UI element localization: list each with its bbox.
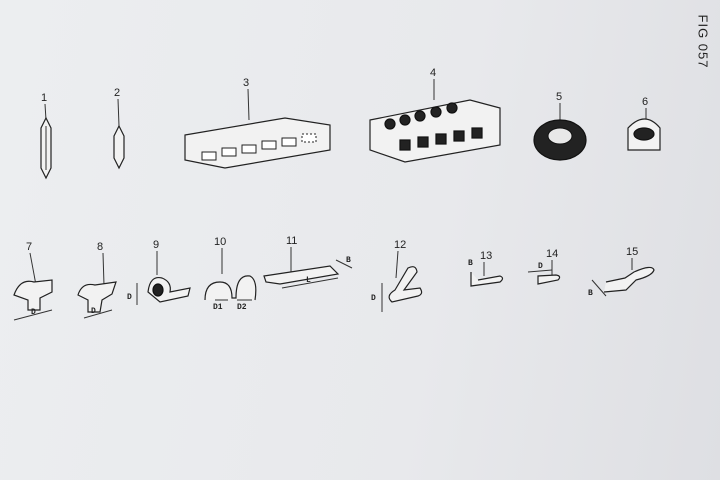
part-number-5: 5 xyxy=(556,91,562,103)
part-8-cable-clip: 8 D xyxy=(77,241,117,319)
part-number-11: 11 xyxy=(286,235,297,247)
dimension-d1: D1 xyxy=(213,303,223,312)
part-10-double-clip: 10 D1 D2 xyxy=(204,236,257,312)
part-3-fuse-box: 3 xyxy=(184,77,331,169)
part-number-3: 3 xyxy=(243,77,249,89)
dimension-d: D xyxy=(371,294,376,303)
part-6-clip: 6 xyxy=(627,96,661,151)
dimension-d: D xyxy=(91,307,96,316)
part-13-connector: 13 B xyxy=(468,250,504,287)
dimension-b: B xyxy=(468,259,473,268)
dimension-d: D xyxy=(538,262,543,271)
part-15-fork-terminal: 15 B xyxy=(588,246,655,298)
dimension-d: D xyxy=(127,293,132,302)
part-number-1: 1 xyxy=(41,92,47,104)
part-number-8: 8 xyxy=(97,241,103,253)
part-number-13: 13 xyxy=(480,250,492,262)
part-number-4: 4 xyxy=(430,67,436,79)
part-14-connector: 14 D xyxy=(527,248,561,285)
part-5-grommet: 5 xyxy=(533,91,587,161)
part-7-cable-clip: 7 D xyxy=(13,241,53,321)
part-number-7: 7 xyxy=(26,241,32,253)
part-number-15: 15 xyxy=(626,246,638,258)
part-12-cable-lug: 12 D xyxy=(371,239,423,312)
part-1-fuse: 1 xyxy=(40,92,52,180)
dimension-b: B xyxy=(588,289,593,298)
dimension-l: L xyxy=(306,276,311,285)
part-number-2: 2 xyxy=(114,87,120,99)
dimension-d: D xyxy=(31,308,36,317)
part-number-10: 10 xyxy=(214,236,226,248)
part-number-14: 14 xyxy=(546,248,558,260)
dimension-d2: D2 xyxy=(237,303,247,312)
part-number-6: 6 xyxy=(642,96,648,108)
part-2-fuse: 2 xyxy=(113,87,125,170)
part-number-9: 9 xyxy=(153,239,159,251)
part-9-rubber-clip: 9 D xyxy=(127,239,191,305)
part-11-strap: 11 B L xyxy=(263,235,353,289)
part-4-terminal-block: 4 xyxy=(369,67,501,163)
dimension-b: B xyxy=(346,256,351,265)
part-number-12: 12 xyxy=(394,239,406,251)
